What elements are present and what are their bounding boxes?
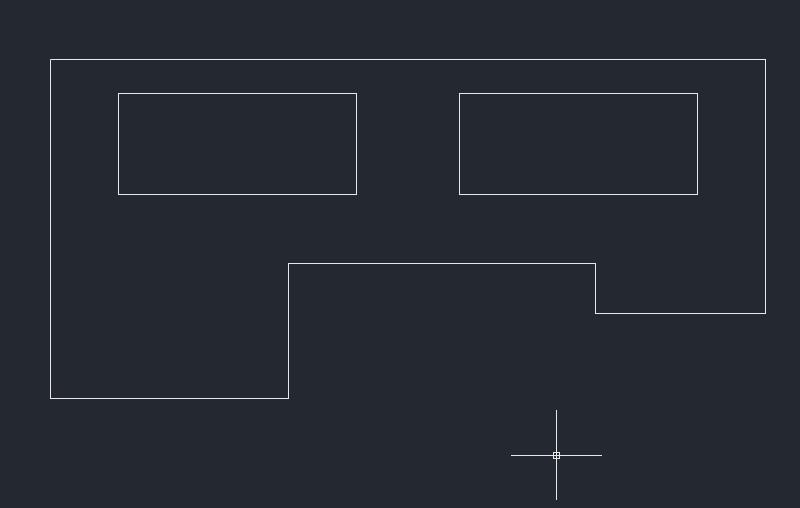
left-inner-rectangle[interactable]: [118, 93, 357, 195]
outer-outline-polyline[interactable]: [50, 59, 766, 399]
right-inner-rectangle[interactable]: [459, 93, 698, 195]
pickbox-square-icon: [553, 452, 560, 459]
crosshair-cursor-icon: [511, 410, 602, 500]
